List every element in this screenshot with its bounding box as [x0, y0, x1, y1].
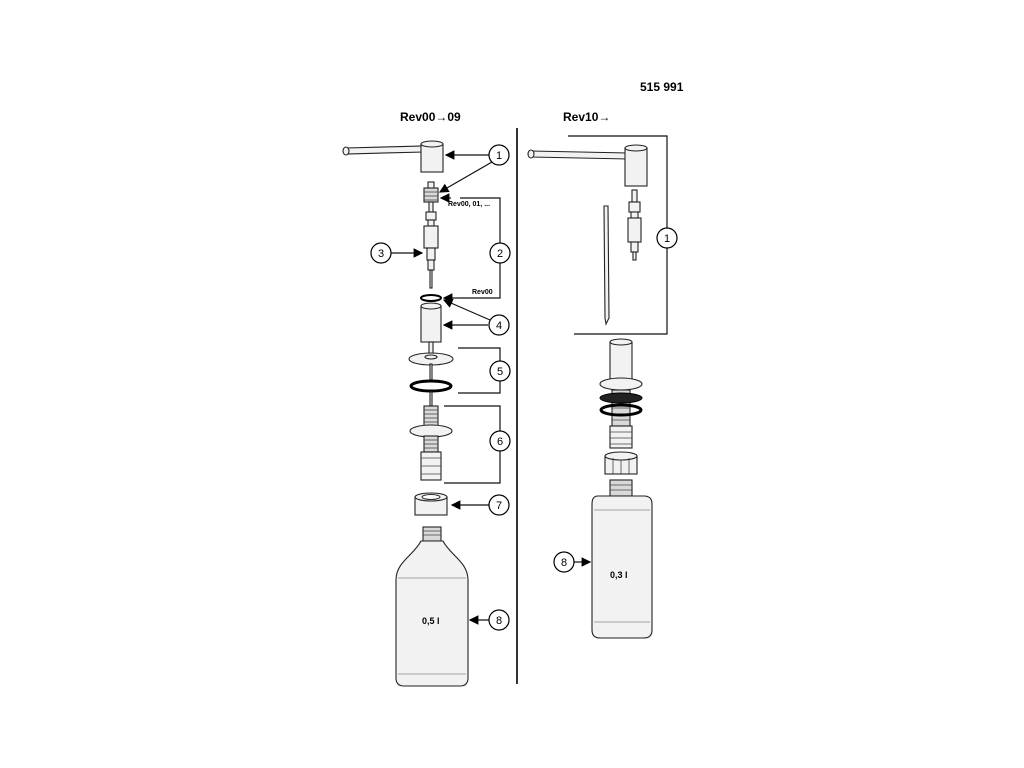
bottle-0-3l [591, 479, 653, 639]
callout-left-8: 8 [488, 609, 510, 631]
svg-text:1: 1 [664, 233, 670, 245]
svg-text:8: 8 [561, 557, 567, 569]
threaded-shank-left [409, 405, 453, 481]
svg-text:2: 2 [497, 248, 503, 260]
sleeve-assembly [420, 294, 442, 355]
document-number: 515 991 [640, 80, 684, 94]
svg-text:3: 3 [378, 248, 384, 260]
svg-text:1: 1 [496, 150, 502, 162]
mounting-nut-right [604, 451, 638, 475]
left-leader-lines [391, 150, 493, 625]
bottle-0-5l [395, 526, 469, 687]
callout-left-1: 1 [488, 144, 510, 166]
adapter-fitting [423, 181, 439, 203]
bracket-right-part-1 [568, 135, 668, 335]
mounting-nut-left [414, 492, 448, 516]
callout-left-2: 2 [489, 242, 511, 264]
callout-left-6: 6 [489, 430, 511, 452]
callout-left-5: 5 [489, 360, 511, 382]
shank-assembly-right [599, 338, 643, 449]
dispenser-head-right [527, 144, 648, 187]
note-rev00: Rev00 [472, 289, 493, 296]
pump-cartridge-left [423, 201, 439, 289]
svg-text:4: 4 [496, 320, 502, 332]
svg-text:6: 6 [497, 436, 503, 448]
callout-left-7: 7 [488, 494, 510, 516]
callout-left-3: 3 [370, 242, 392, 264]
svg-text:8: 8 [496, 615, 502, 627]
flange-and-seal-left [408, 352, 454, 407]
callout-left-4: 4 [488, 314, 510, 336]
dispenser-head-left [342, 140, 444, 173]
left-bottle-volume: 0,5 l [422, 616, 440, 626]
small-o-ring [420, 294, 442, 302]
note-rev-list: Rev00, 01, ... [448, 201, 490, 208]
suction-tube [603, 205, 610, 326]
callout-right-8: 8 [553, 551, 575, 573]
callout-right-1: 1 [656, 227, 678, 249]
pump-cartridge-right [627, 189, 642, 261]
left-panel-title: Rev00→09 [400, 110, 461, 124]
svg-text:5: 5 [497, 366, 503, 378]
right-bottle-volume: 0,3 l [610, 570, 628, 580]
right-panel-title: Rev10→ [563, 110, 610, 124]
svg-text:7: 7 [496, 500, 502, 512]
